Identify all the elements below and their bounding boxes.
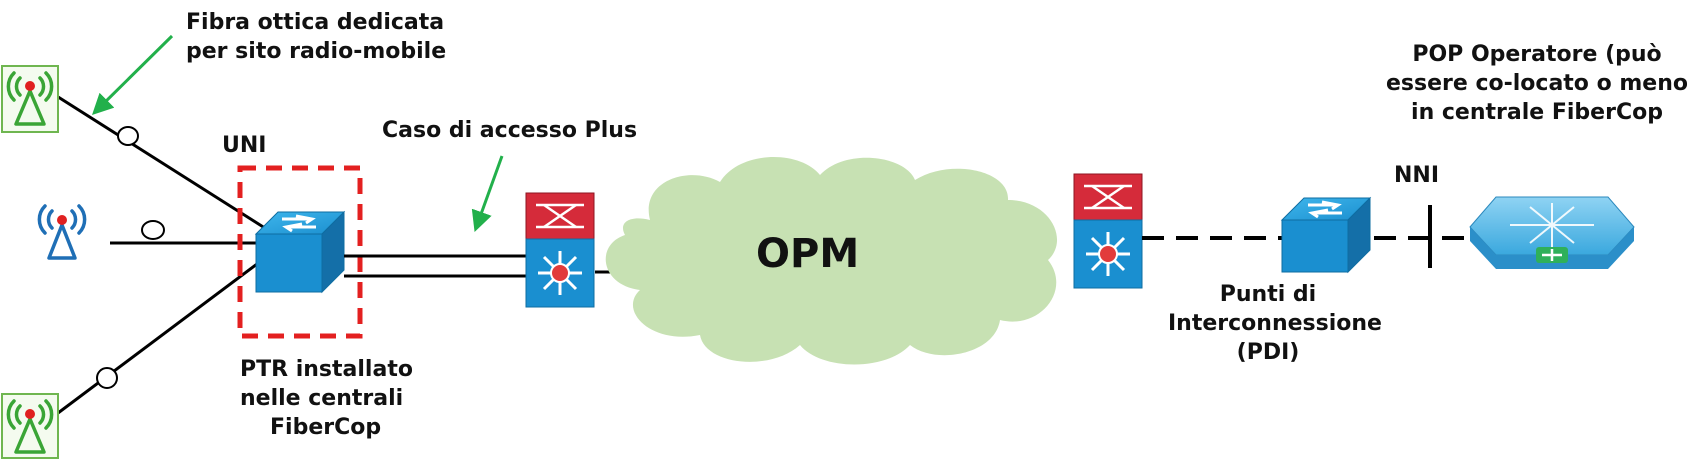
uni-label: UNI [222,133,267,158]
ptr-label-line: PTR installato [240,357,413,382]
antenna-icon [1,65,59,133]
pop-label-line: in centrale FiberCop [1411,100,1663,125]
pop-label-line: essere co-locato o meno [1386,71,1688,96]
nni-label: NNI [1394,163,1440,188]
pop-label-line: POP Operatore (può [1412,42,1662,67]
fiber-arrow [92,34,174,115]
ptr-label-line: FiberCop [270,415,382,440]
pdi-label-line: Punti di [1219,282,1317,307]
pop-router-icon [1469,196,1635,269]
fiber-label: Fibra ottica dedicata per sito radio-mob… [186,8,446,66]
router-icon [525,192,595,308]
pdi-label-line: Interconnessione [1168,311,1382,336]
switch-icon [1280,196,1372,274]
fiber-label-line: per sito radio-mobile [186,39,447,64]
access-case-label: Caso di accesso Plus [382,118,638,143]
cloud-icon [605,157,1058,365]
pop-label: POP Operatore (può essere co-locato o me… [1378,40,1696,127]
access-arrow [471,155,504,232]
uni-dashed-box [237,165,363,339]
antenna-icon [37,204,87,260]
fiber-slack-loops [96,126,165,389]
ptr-label: PTR installato nelle centrali FiberCop [240,355,413,442]
fiber-label-line: Fibra ottica dedicata [186,10,445,35]
ptr-label-line: nelle centrali [240,386,404,411]
pdi-label-line: (PDI) [1236,340,1300,365]
antenna-icon [1,393,59,459]
opm-label: OPM [756,231,860,277]
switch-icon [254,210,346,294]
pdi-label: Punti di Interconnessione (PDI) [1168,280,1382,367]
router-icon [1073,173,1143,289]
fiber-lines [37,93,269,430]
